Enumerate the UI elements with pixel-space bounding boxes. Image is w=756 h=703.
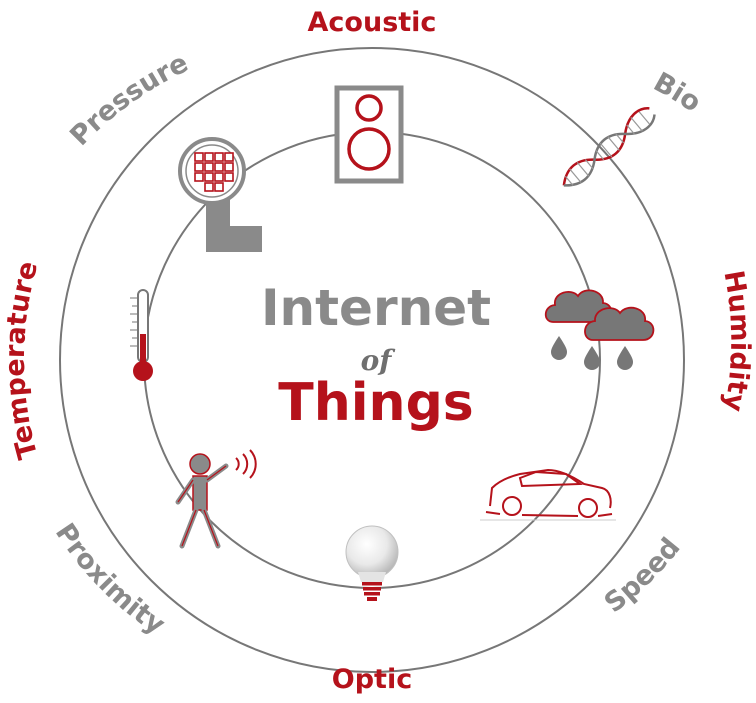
center-line-of: of (361, 344, 397, 377)
outer-ring (59, 47, 685, 673)
dna-icon (562, 107, 656, 187)
center-line-internet: Internet (261, 279, 491, 337)
label-humidity: Humidity (717, 268, 755, 414)
center-line-things: Things (278, 373, 474, 433)
label-proximity: Proximity (49, 518, 171, 641)
speaker-icon (334, 85, 404, 184)
label-speed: Speed (599, 532, 687, 619)
car-icon (480, 468, 616, 521)
pressure-sensor-icon (178, 137, 262, 252)
label-optic: Optic (332, 664, 412, 695)
person-signal-icon (175, 449, 257, 549)
label-bio: Bio (648, 67, 706, 119)
label-temperature: Temperature (0, 258, 44, 462)
light-bulb-icon (345, 525, 399, 601)
rain-cloud-icon (544, 289, 655, 370)
label-pressure: Pressure (64, 48, 193, 152)
thermometer-icon (130, 289, 153, 381)
label-acoustic: Acoustic (308, 7, 437, 38)
